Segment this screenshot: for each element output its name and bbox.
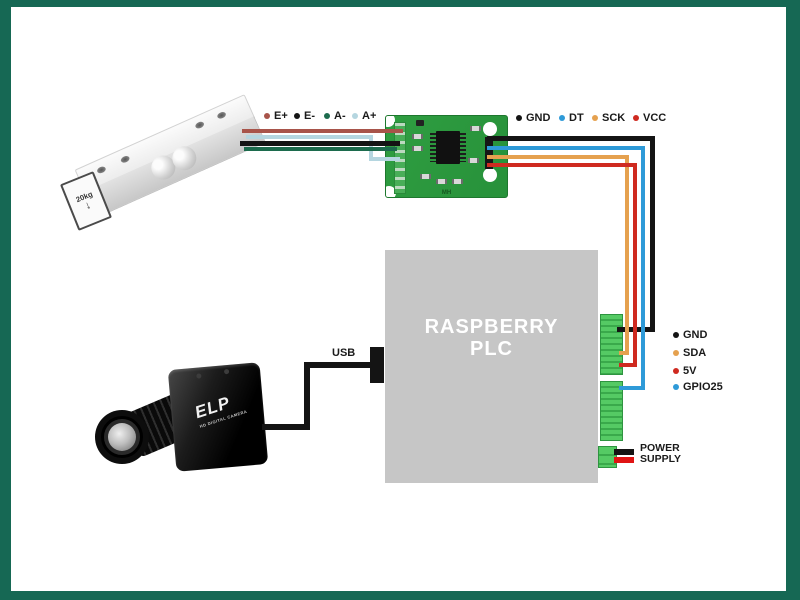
legend-plc-sda: SDA <box>673 347 706 359</box>
legend-plc-gnd: GND <box>673 329 707 341</box>
wire-e-plus <box>242 129 403 133</box>
e-plus-dot-icon <box>264 113 270 119</box>
wire-sck <box>619 351 629 355</box>
plc-gnd-dot-icon <box>673 332 679 338</box>
wire-vcc <box>487 163 637 167</box>
power-supply-label: POWER SUPPLY <box>640 443 681 465</box>
wire-power-red <box>614 457 634 463</box>
usb-cable <box>262 424 310 430</box>
legend-vcc: VCC <box>633 112 666 124</box>
smd-component <box>436 179 447 184</box>
sck-dot-icon <box>592 115 598 121</box>
chip-pins-left <box>430 133 436 162</box>
plc-sda-dot-icon <box>673 350 679 356</box>
a-minus-label: A- <box>334 110 346 122</box>
wire-dt <box>641 146 645 388</box>
plc-5v-dot-icon <box>673 368 679 374</box>
a-plus-dot-icon <box>352 113 358 119</box>
legend-a-plus: A+ <box>352 110 376 122</box>
wire-gnd <box>650 136 655 330</box>
wire-power-black <box>614 449 634 455</box>
camera-lens-glass <box>108 423 136 451</box>
wire-sck <box>625 155 629 353</box>
wire-a-plus <box>246 135 372 139</box>
plc-title-line1: RASPBERRY <box>424 316 559 338</box>
smd-component <box>412 146 423 151</box>
mounting-hole <box>483 122 497 136</box>
raspberry-plc <box>385 250 598 483</box>
usb-cable <box>304 362 310 430</box>
wire-gnd <box>487 136 655 141</box>
smd-component <box>452 179 463 184</box>
legend-e-plus: E+ <box>264 110 288 122</box>
plc-title: RASPBERRY PLC <box>385 316 598 360</box>
wire-dt <box>487 146 645 150</box>
e-minus-dot-icon <box>294 113 300 119</box>
gnd-label: GND <box>526 112 551 124</box>
board-marking: MH <box>441 190 452 196</box>
e-plus-label: E+ <box>274 110 288 122</box>
legend-plc-gpio25: GPIO25 <box>673 381 723 393</box>
smd-transistor <box>416 120 424 126</box>
smd-component <box>468 158 479 163</box>
wire-vcc <box>633 163 637 365</box>
legend-gnd: GND <box>516 112 550 124</box>
chip-pins-right <box>460 133 466 162</box>
camera-screw-hole <box>196 373 202 379</box>
a-minus-dot-icon <box>324 113 330 119</box>
e-minus-label: E- <box>304 110 315 122</box>
usb-label: USB <box>332 347 356 359</box>
usb-cable <box>304 362 372 368</box>
plc-gpio25-label: GPIO25 <box>683 381 723 393</box>
sck-label: SCK <box>602 112 626 124</box>
usb-connector <box>370 347 384 383</box>
vcc-label: VCC <box>643 112 667 124</box>
hx711-output-connector <box>485 137 493 169</box>
wire-dt <box>619 386 645 390</box>
hx711-chip <box>436 131 460 164</box>
camera-screw-hole <box>223 368 230 375</box>
wire-e-minus <box>240 141 400 146</box>
smd-component <box>470 126 481 131</box>
legend-sck: SCK <box>592 112 625 124</box>
power-supply-line1: POWER <box>640 442 680 454</box>
smd-component <box>412 134 423 139</box>
legend-e-minus: E- <box>294 110 315 122</box>
power-supply-line2: SUPPLY <box>640 453 682 465</box>
camera-logo: ELP HD DIGITAL CAMERA <box>192 389 247 429</box>
mounting-hole <box>386 116 395 127</box>
wire-a-plus <box>369 157 400 161</box>
a-plus-label: A+ <box>362 110 377 122</box>
legend-a-minus: A- <box>324 110 346 122</box>
legend-dt: DT <box>559 112 584 124</box>
wire-sck <box>487 155 629 159</box>
plc-sda-label: SDA <box>683 347 707 359</box>
down-arrow-icon: ↓ <box>82 198 93 212</box>
mounting-hole <box>386 186 396 197</box>
wire-vcc <box>619 363 637 367</box>
camera-body: ELP HD DIGITAL CAMERA <box>167 362 269 472</box>
mounting-hole <box>483 168 497 182</box>
plc-gnd-label: GND <box>683 329 708 341</box>
plc-title-line2: PLC <box>470 338 513 360</box>
smd-component <box>420 174 431 179</box>
terminal-block-bottom <box>600 381 623 441</box>
plc-gpio25-dot-icon <box>673 384 679 390</box>
plc-5v-label: 5V <box>683 365 697 377</box>
legend-plc-5v: 5V <box>673 365 696 377</box>
dt-label: DT <box>569 112 584 124</box>
wire-a-minus <box>244 147 397 151</box>
dt-dot-icon <box>559 115 565 121</box>
vcc-dot-icon <box>633 115 639 121</box>
gnd-dot-icon <box>516 115 522 121</box>
